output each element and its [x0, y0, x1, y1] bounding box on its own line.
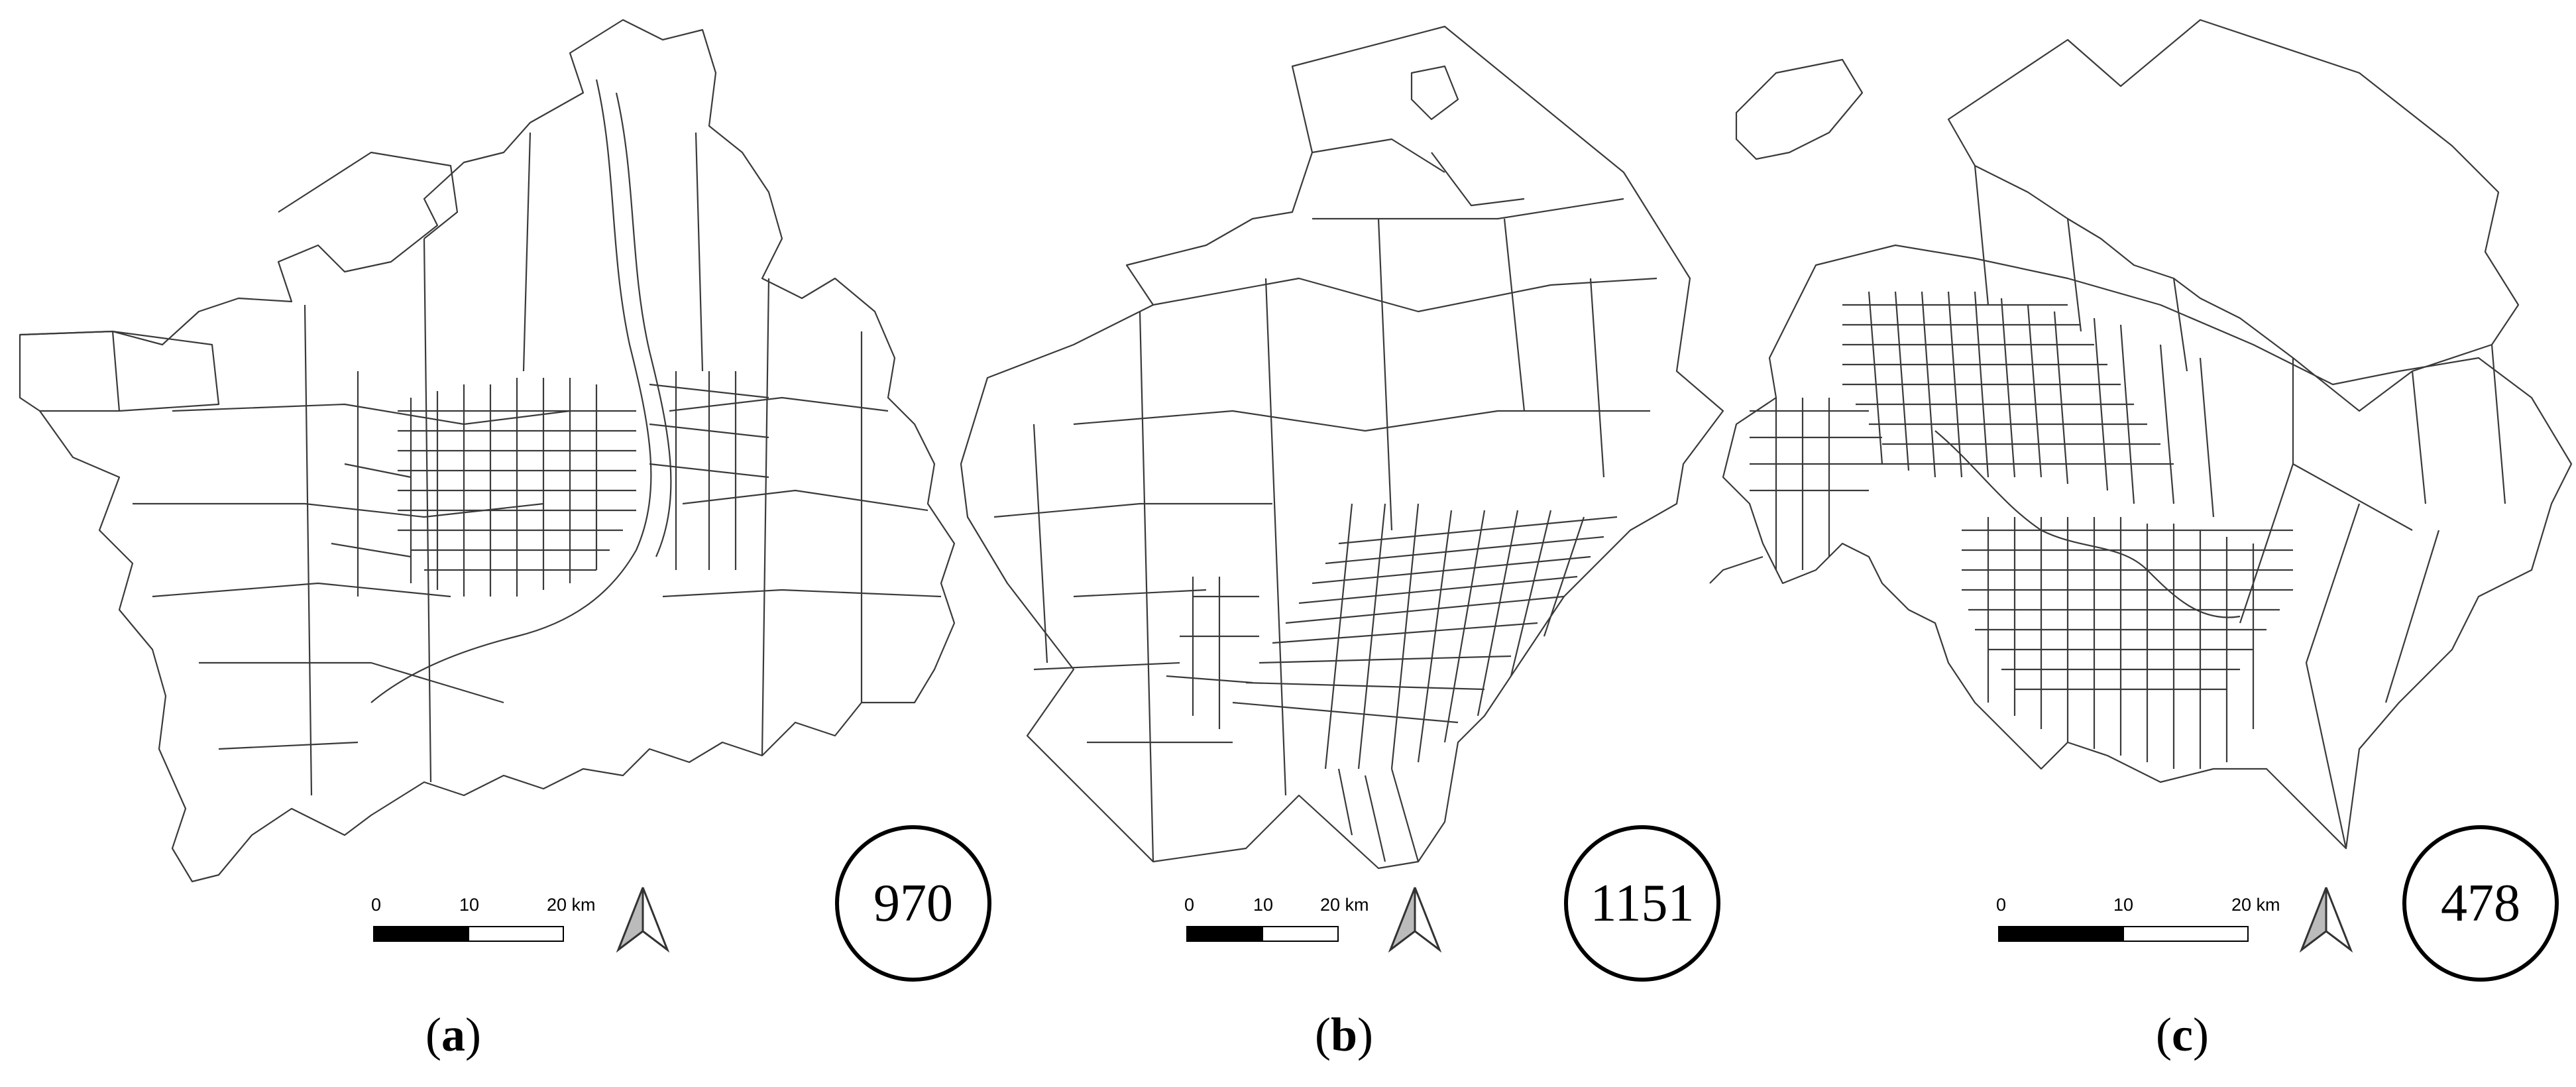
north-arrow-icon: [616, 887, 670, 952]
scale-tick-10: 10: [1253, 895, 1274, 915]
scale-bar-b: [1186, 926, 1339, 942]
region-outline-c: [1947, 19, 2520, 412]
panel-label-a: (a): [425, 1008, 481, 1061]
scale-tick-10: 10: [2113, 895, 2134, 915]
tract-count-c: 478: [2402, 825, 2559, 982]
scale-bar-a: [373, 926, 564, 942]
scale-labels-b: 0 10 20 km: [1184, 895, 1369, 917]
scale-labels-a: 0 10 20 km: [371, 895, 596, 917]
scale-tick-0: 0: [371, 895, 382, 915]
north-arrow-icon: [1388, 887, 1442, 952]
river-a: [370, 79, 652, 703]
dense-grid-north-c: [1750, 291, 2215, 570]
region-outline-a: [19, 19, 956, 883]
north-arrow-icon: [2299, 887, 2353, 952]
panel-a: 0 10 20 km 970 (a): [0, 0, 994, 1087]
dense-core-a: [331, 371, 769, 597]
scale-labels-c: 0 10 20 km: [1996, 895, 2280, 917]
scale-tick-0: 0: [1184, 895, 1195, 915]
scale-bar-c: [1998, 926, 2249, 942]
panel-c: 0 10 20 km 478 (c): [1697, 0, 2576, 1087]
tract-count-b: 1151: [1564, 825, 1720, 982]
panel-label-c: (c): [2156, 1008, 2209, 1061]
map-c: [1709, 19, 2573, 850]
panel-label-b: (b): [1315, 1008, 1374, 1061]
dense-core-b: [1166, 503, 1618, 862]
scale-tick-20: 20 km: [1320, 895, 1369, 915]
scale-tick-20: 20 km: [2231, 895, 2280, 915]
panel-b: 0 10 20 km 1151 (b): [954, 0, 1769, 1087]
scale-tick-0: 0: [1996, 895, 2007, 915]
region-outline-b: [960, 25, 1724, 870]
scale-tick-10: 10: [459, 895, 480, 915]
dense-grid-south-c: [1962, 517, 2293, 769]
tract-count-a: 970: [835, 825, 991, 982]
map-b: [960, 25, 1724, 870]
map-a: [19, 19, 956, 883]
scale-tick-20: 20 km: [547, 895, 596, 915]
